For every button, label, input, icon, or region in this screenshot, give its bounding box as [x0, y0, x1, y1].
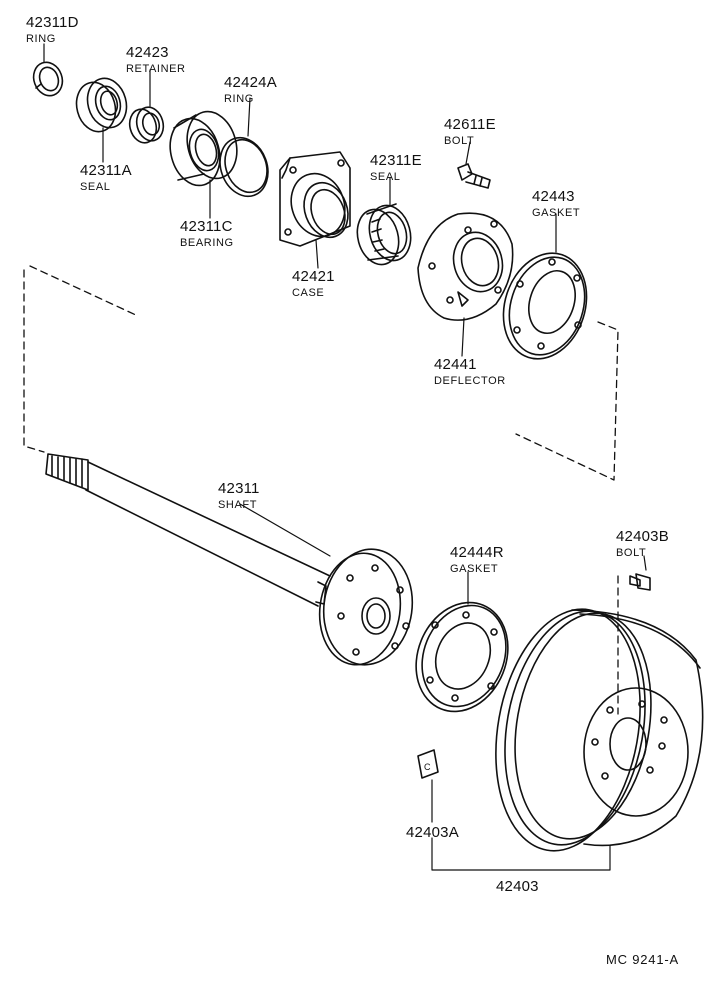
part-name: GASKET [532, 207, 581, 219]
gasket-42443-drawing [490, 242, 599, 369]
bolt-42403b-drawing [630, 574, 650, 590]
bearing-42311c-drawing [163, 106, 244, 191]
axle-shaft-42311-drawing [46, 454, 420, 671]
deflector-42441-drawing [418, 213, 513, 320]
alignment-dashed-lines [24, 266, 618, 714]
part-name: RING [26, 33, 56, 45]
part-name: BOLT [444, 135, 475, 147]
seal-42311a-drawing [71, 74, 132, 136]
label-42311e: 42311E SEAL [370, 152, 422, 183]
part-number: 42403 [496, 878, 539, 895]
part-name: SEAL [80, 181, 111, 193]
label-42424a: 42424A RING [224, 74, 277, 105]
ring-42311d-drawing [29, 58, 67, 100]
part-number: 42423 [126, 44, 169, 61]
part-number: 42441 [434, 356, 477, 373]
part-number: 42311C [180, 218, 233, 235]
part-name: RING [224, 93, 254, 105]
part-name: SHAFT [218, 499, 258, 511]
seal-42311e-drawing [351, 201, 416, 269]
label-42403b: 42403B BOLT [616, 528, 669, 559]
part-number: 42403A [406, 824, 459, 841]
clip-letter: C [424, 762, 431, 772]
label-42311: 42311 SHAFT [218, 480, 260, 511]
part-number: 42311A [80, 162, 132, 179]
case-42421-drawing [280, 152, 355, 246]
label-42611e: 42611E BOLT [444, 116, 496, 147]
part-number: 42421 [292, 268, 335, 285]
label-42423: 42423 RETAINER [126, 44, 186, 75]
bolt-42611e-drawing [458, 164, 490, 188]
part-number: 42444R [450, 544, 504, 561]
ring-42424a-drawing [212, 131, 276, 203]
label-42311d: 42311D RING [26, 14, 79, 45]
part-number: 42611E [444, 116, 496, 133]
part-number: 42403B [616, 528, 669, 545]
retainer-42423-drawing [126, 104, 167, 146]
label-42443: 42443 GASKET [532, 188, 580, 219]
diagram-code: MC 9241-A [606, 952, 679, 967]
part-name: GASKET [450, 563, 499, 575]
label-42421: 42421 CASE [292, 268, 335, 299]
part-name: DEFLECTOR [434, 375, 506, 387]
clip-42403a-drawing [418, 750, 438, 778]
part-number: 42311E [370, 152, 422, 169]
label-42444r: 42444R GASKET [450, 544, 504, 575]
part-name: SEAL [370, 171, 401, 183]
part-number: 42311D [26, 14, 79, 31]
part-name: CASE [292, 287, 325, 299]
brake-drum-42403-drawing [478, 598, 703, 863]
part-name: RETAINER [126, 63, 186, 75]
label-42311a: 42311A SEAL [80, 162, 132, 193]
label-42311c: 42311C BEARING [180, 218, 234, 249]
part-name: BEARING [180, 237, 234, 249]
label-42441: 42441 DEFLECTOR [434, 356, 506, 387]
label-42403: 42403 [496, 878, 539, 895]
label-42403a: 42403A [406, 824, 459, 841]
part-name: BOLT [616, 547, 647, 559]
part-number: 42424A [224, 74, 277, 91]
part-number: 42443 [532, 188, 575, 205]
gasket-42444r-drawing [400, 589, 524, 726]
part-number: 42311 [218, 480, 260, 497]
leader-lines [44, 44, 646, 870]
